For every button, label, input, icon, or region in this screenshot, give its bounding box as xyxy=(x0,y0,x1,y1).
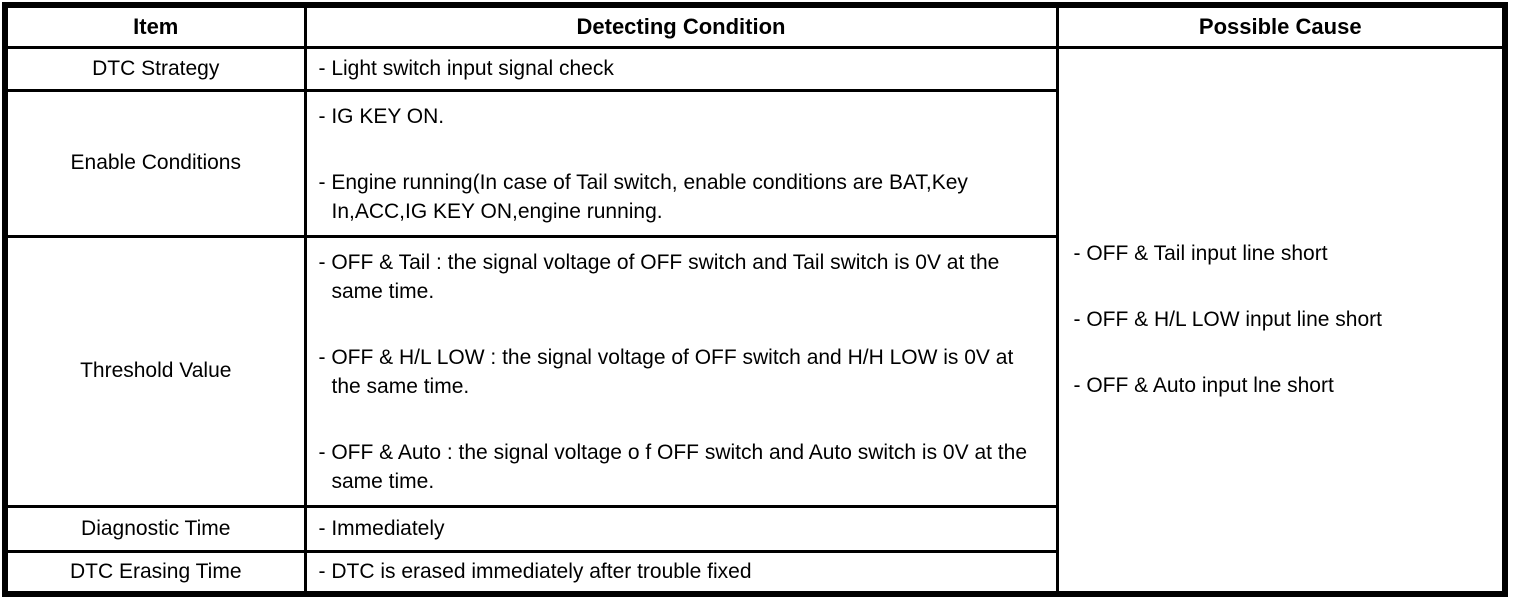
column-header-item: Item xyxy=(3,3,307,50)
possible-cause-bullet: - OFF & Tail input line short xyxy=(1073,241,1328,265)
column-header-detecting-condition: Detecting Condition xyxy=(303,3,1059,50)
detecting-condition-cell: - OFF & Tail : the signal voltage of OFF… xyxy=(303,235,1059,509)
condition-bullet: - OFF & Auto : the signal voltage o f OF… xyxy=(318,441,1028,494)
condition-bullet: - IG KEY ON. xyxy=(318,105,445,129)
table-row-threshold-value: Threshold Value - OFF & Tail : the signa… xyxy=(3,235,1505,509)
detecting-condition-cell: - Light switch input signal check xyxy=(303,46,1059,93)
table-row-dtc-erasing-time: DTC Erasing Time - DTC is erased immedia… xyxy=(3,550,1505,596)
item-label-diagnostic-time: Diagnostic Time xyxy=(3,505,307,554)
possible-cause-cell: - OFF & Tail input line short - OFF & H/… xyxy=(1055,46,1507,596)
condition-bullet: - OFF & Tail : the signal voltage of OFF… xyxy=(318,251,1000,304)
condition-bullet: - Light switch input signal check xyxy=(318,56,614,80)
item-label-dtc-strategy: DTC Strategy xyxy=(3,46,307,93)
column-header-possible-cause: Possible Cause xyxy=(1055,3,1507,50)
condition-bullet: - Immediately xyxy=(318,516,445,540)
table-row-enable-conditions: Enable Conditions - IG KEY ON. - Engine … xyxy=(3,89,1505,239)
possible-cause-bullet: - OFF & H/L LOW input line short xyxy=(1073,307,1382,331)
condition-bullet: - DTC is erased immediately after troubl… xyxy=(318,559,752,583)
table-row-diagnostic-time: Diagnostic Time - Immediately xyxy=(3,505,1505,554)
item-label-threshold-value: Threshold Value xyxy=(3,235,307,509)
condition-bullet: - OFF & H/L LOW : the signal voltage of … xyxy=(318,346,1014,399)
item-label-dtc-erasing-time: DTC Erasing Time xyxy=(3,550,307,596)
possible-cause-bullet: - OFF & Auto input lne short xyxy=(1073,373,1334,397)
table-row-dtc-strategy: DTC Strategy - Light switch input signal… xyxy=(3,46,1507,596)
item-label-enable-conditions: Enable Conditions xyxy=(3,89,307,239)
detecting-condition-cell: - Immediately xyxy=(303,505,1059,554)
detecting-condition-cell: - DTC is erased immediately after troubl… xyxy=(303,550,1059,596)
table-header-row: Item Detecting Condition Possible Cause xyxy=(3,3,1507,50)
condition-bullet: - Engine running(In case of Tail switch,… xyxy=(318,171,968,224)
detecting-condition-cell: - IG KEY ON. - Engine running(In case of… xyxy=(303,89,1059,239)
